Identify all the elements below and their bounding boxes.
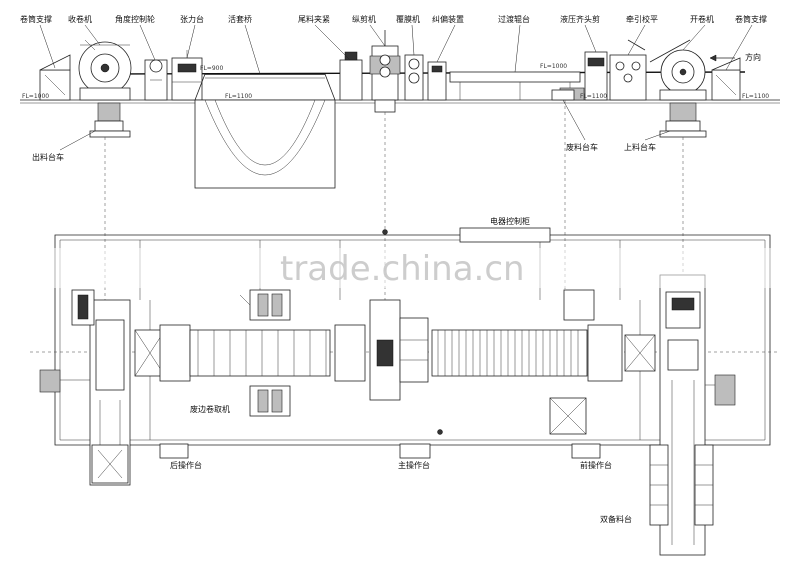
exit-coil-car-track <box>39 299 131 486</box>
edge-guide-wheel <box>144 59 168 101</box>
looper-pit <box>194 73 336 189</box>
entry-coil-car-track <box>649 274 736 556</box>
looper-plan <box>134 324 331 382</box>
label-tail-clamp: 尾料夹紧 <box>298 14 330 24</box>
transition-table-plan <box>431 329 588 377</box>
watermark: trade.china.cn <box>20 248 780 289</box>
recoiler-plan <box>71 289 95 326</box>
transition-rollers <box>437 330 579 376</box>
scrap-car <box>551 89 575 101</box>
direction-arrow <box>709 54 735 62</box>
scrap-winder-top <box>239 289 291 321</box>
watermark-text: trade.china.cn <box>280 249 525 289</box>
label-uncoiler: 开卷机 <box>690 14 714 24</box>
label-front-console: 前操作台 <box>580 460 612 470</box>
label-entry-coil-car: 上料台车 <box>624 142 656 152</box>
label-transition-table: 过渡辊台 <box>498 14 530 24</box>
scrap-winder-bottom <box>249 385 291 417</box>
label-electrical-cabinet: 电器控制柜 <box>490 216 530 226</box>
shear-leveler-plan <box>549 289 656 435</box>
label-edge-guide-wheel: 角度控制轮 <box>115 14 155 24</box>
label-double-coil-table: 双备料台 <box>600 514 632 524</box>
label-scrap-car: 废料台车 <box>566 142 598 152</box>
label-pinch-leveler: 牵引校平 <box>626 14 658 24</box>
reel-support-left <box>39 54 71 101</box>
dimension-label: FL=1100 <box>225 93 252 100</box>
edge-control <box>427 61 447 101</box>
dimension-label: FL=1000 <box>540 63 567 70</box>
tail-clamp <box>339 51 363 101</box>
dimension-label: FL=1100 <box>580 93 607 100</box>
recoiler <box>78 39 132 132</box>
slitter-plan <box>334 299 429 401</box>
uncoiler <box>649 39 707 132</box>
label-hydraulic-shear: 液压齐头剪 <box>560 14 600 24</box>
dimension-label: FL=1000 <box>22 93 49 100</box>
front-console: 前操作台 <box>571 443 612 470</box>
elevation-view: FL=1000 FL=900 FL=1100 FL=1000 FL=1100 F… <box>20 14 780 189</box>
label-looper-bridge: 活套桥 <box>228 14 252 24</box>
leader-lines <box>39 24 753 151</box>
reel-support-right <box>711 57 741 101</box>
label-scrap-winder: 废边卷取机 <box>190 404 230 414</box>
label-slitter: 纵剪机 <box>352 14 376 24</box>
label-direction: 方向 <box>745 52 761 62</box>
tension-stand <box>171 50 203 101</box>
label-film-coater: 覆膜机 <box>396 14 420 24</box>
main-console: 主操作台 <box>398 443 431 470</box>
label-edge-control: 纠偏装置 <box>432 14 464 24</box>
dimension-label: FL=900 <box>200 65 223 72</box>
label-reel-support-left: 卷筒支撑 <box>20 14 52 24</box>
dimension-label: FL=1100 <box>742 93 769 100</box>
electrical-cabinet: 电器控制柜 <box>382 216 551 435</box>
label-exit-coil-car: 出料台车 <box>32 152 64 162</box>
looper-bridge <box>205 73 325 79</box>
slitter <box>369 30 401 113</box>
looper-rollers <box>197 330 327 376</box>
film-coater <box>404 54 424 101</box>
plan-view: 电器控制柜 <box>30 216 780 556</box>
label-recoiler: 收卷机 <box>68 14 92 24</box>
label-tension-stand: 张力台 <box>180 14 204 24</box>
exit-coil-car <box>89 130 131 138</box>
rear-console: 后操作台 <box>159 443 202 470</box>
label-rear-console: 后操作台 <box>170 460 202 470</box>
pinch-leveler <box>609 39 647 101</box>
label-reel-support-right: 卷筒支撑 <box>735 14 767 24</box>
label-main-console: 主操作台 <box>398 460 430 470</box>
